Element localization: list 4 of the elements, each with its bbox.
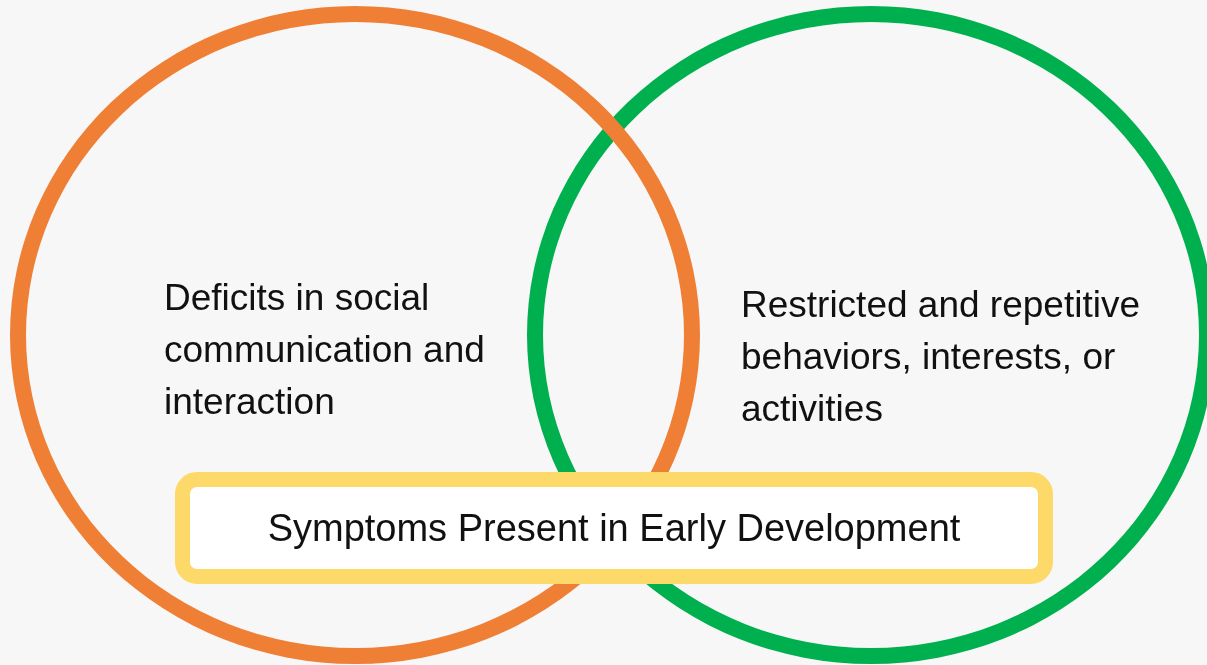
circle-label: Restricted and repetitive behaviors, interests, or activities [741, 283, 1141, 431]
label-box [175, 472, 1053, 584]
box-label: Symptoms Present in Early Development [267, 506, 961, 550]
circle-label: Deficits in social communication and interaction [164, 276, 486, 424]
